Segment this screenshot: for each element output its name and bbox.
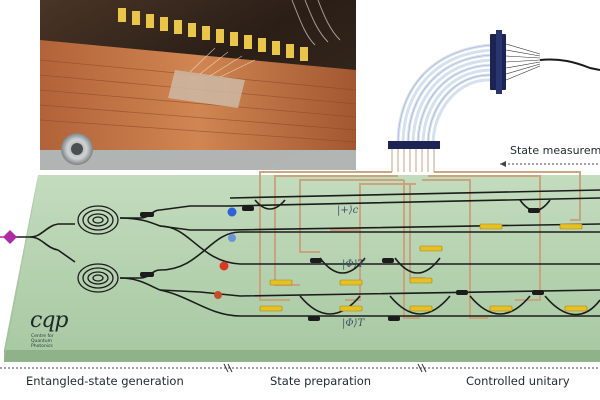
couplers — [140, 206, 544, 321]
heaters — [259, 223, 588, 312]
label-controlled-unitary: Controlled unitary — [466, 374, 570, 388]
cqp-logo: cqp — [30, 308, 68, 333]
measurement-marker — [500, 161, 600, 167]
photon-light-blue — [228, 234, 236, 242]
waveguides — [8, 189, 600, 317]
label-entangled-state-generation: Entangled-state generation — [26, 374, 184, 388]
section-divider — [0, 363, 600, 373]
photon-dark-red — [214, 291, 222, 299]
photon-blue — [227, 207, 237, 217]
label-state-measurement: State measurem — [510, 144, 600, 157]
gold-pads — [118, 8, 308, 61]
photon-red — [219, 261, 229, 271]
label-ket-phi-2: |Φ⟩T — [342, 318, 365, 329]
pump-input — [0, 230, 18, 244]
fibre-array — [388, 30, 600, 172]
cqp-logo-subtitle: Centre for Quantum Photonics — [31, 334, 54, 349]
delay-spirals — [77, 205, 119, 293]
label-state-preparation: State preparation — [270, 374, 372, 388]
label-ket-phi-1: |Φ⟩T — [342, 259, 365, 270]
photonic-chip — [4, 175, 600, 362]
label-ket-plus: |+⟩c — [337, 205, 359, 216]
chip-photograph — [39, 0, 357, 170]
